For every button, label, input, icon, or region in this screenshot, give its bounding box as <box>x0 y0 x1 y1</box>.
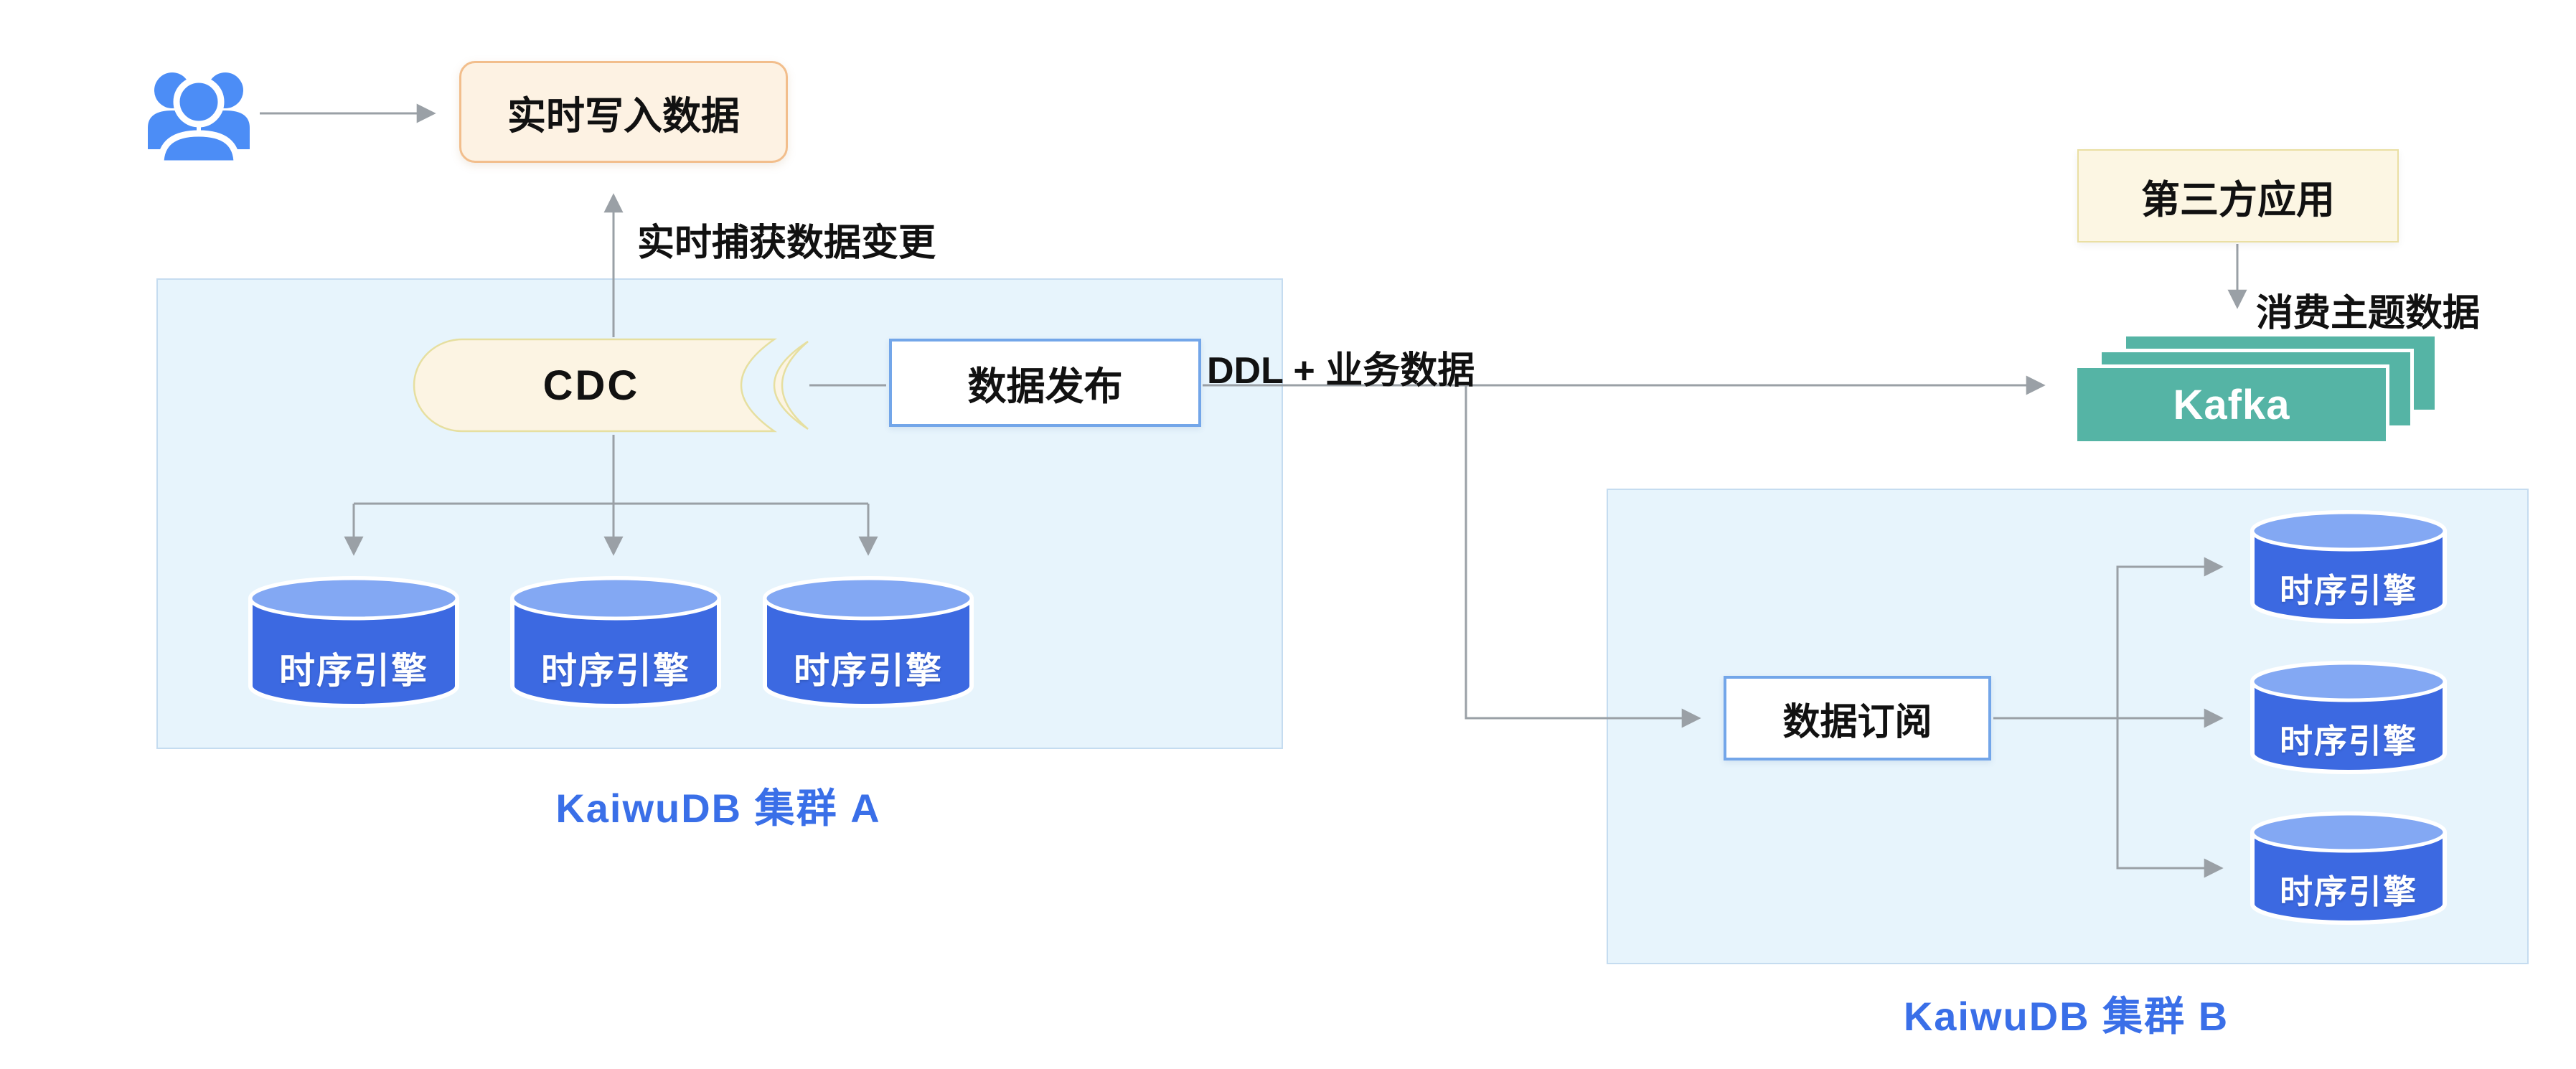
engine-b3-label: 时序引擎 <box>2280 873 2417 911</box>
engine-b2-cylinder: 时序引擎 <box>2248 660 2449 775</box>
engine-a2-cylinder: 时序引擎 <box>508 574 723 710</box>
data-subscribe-label: 数据订阅 <box>1782 701 1932 743</box>
kafka-card-front: Kafka <box>2074 364 2389 445</box>
engine-a1-label: 时序引擎 <box>279 651 428 692</box>
engine-b1-label: 时序引擎 <box>2280 572 2417 610</box>
consume-topic-label: 消费主题数据 <box>2256 293 2481 334</box>
realtime-write-label: 实时写入数据 <box>507 94 740 138</box>
cluster-b-label: KaiwuDB 集群 B <box>1903 994 2229 1039</box>
engine-b2-label: 时序引擎 <box>2280 722 2417 760</box>
users-group-icon <box>145 62 253 167</box>
engine-a3-cylinder: 时序引擎 <box>761 574 976 710</box>
third-party-app-box: 第三方应用 <box>2077 149 2399 242</box>
edge-branch-to-subscribe <box>1465 385 1701 728</box>
data-publish-box: 数据发布 <box>889 339 1201 427</box>
engine-a2-label: 时序引擎 <box>541 651 690 692</box>
third-party-app-label: 第三方应用 <box>2141 178 2335 222</box>
ddl-business-data-label: DDL + 业务数据 <box>1207 350 1475 392</box>
realtime-write-box: 实时写入数据 <box>459 61 788 163</box>
kafka-stack: Kafka <box>2074 333 2441 446</box>
edge-cdc-distribution <box>354 435 868 505</box>
engine-a3-label: 时序引擎 <box>794 651 943 692</box>
data-publish-label: 数据发布 <box>967 365 1123 408</box>
cdc-shape: CDC <box>412 337 814 433</box>
cluster-a-label: KaiwuDB 集群 A <box>555 786 881 831</box>
capture-change-label: 实时捕获数据变更 <box>637 222 936 264</box>
kafka-label: Kafka <box>2173 381 2290 428</box>
engine-a1-cylinder: 时序引擎 <box>246 574 461 710</box>
data-subscribe-box: 数据订阅 <box>1724 676 1991 760</box>
cdc-label: CDC <box>542 362 640 409</box>
engine-b1-cylinder: 时序引擎 <box>2248 509 2449 624</box>
engine-b3-cylinder: 时序引擎 <box>2248 811 2449 926</box>
edge-subscribe-to-b1 <box>2116 557 2224 718</box>
edge-subscribe-to-b3 <box>2116 718 2224 878</box>
